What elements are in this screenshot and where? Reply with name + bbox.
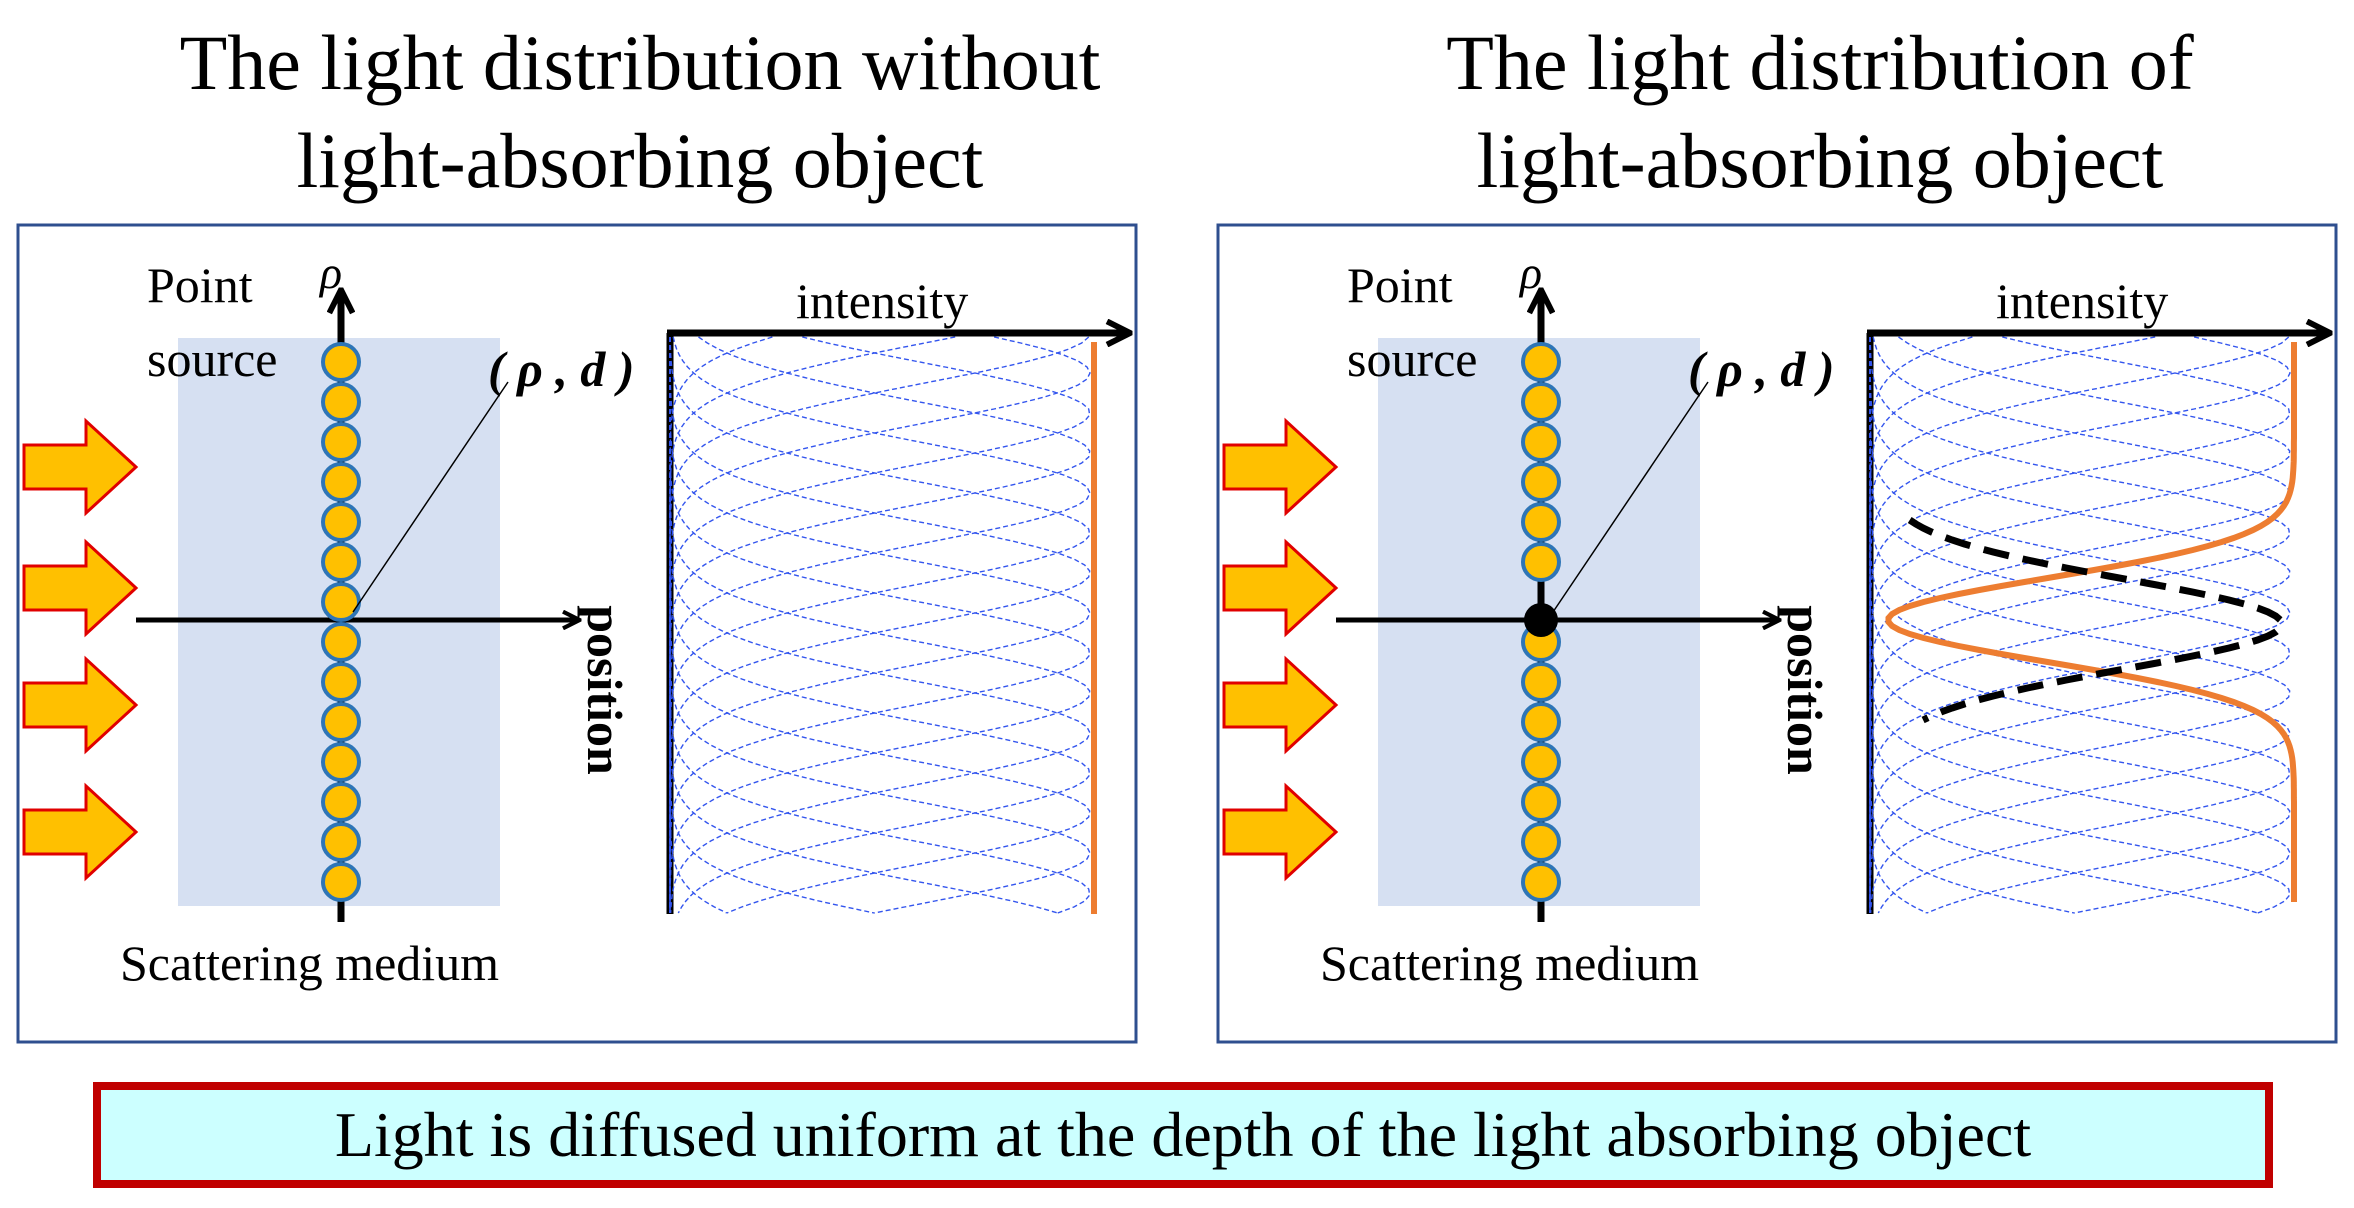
point-source <box>321 462 361 502</box>
point-source <box>1521 342 1561 382</box>
point-source <box>1521 782 1561 822</box>
caption-text: Light is diffused uniform at the depth o… <box>334 1099 2032 1170</box>
incident-light-arrow <box>22 538 139 638</box>
point-source <box>321 622 361 662</box>
panel-title-right-line1: The light distribution of <box>1446 19 2194 106</box>
rho-label: ρ <box>318 247 342 298</box>
intensity-label: intensity <box>796 273 968 329</box>
point-source <box>321 662 361 702</box>
rho-label: ρ <box>1518 247 1542 298</box>
point-source-label-line2: source <box>147 331 278 387</box>
coordinate-leader-line <box>1552 381 1709 613</box>
point-source <box>321 342 361 382</box>
point-spread-curve <box>669 337 728 914</box>
incident-light-arrow <box>1222 782 1339 882</box>
point-source <box>1521 542 1561 582</box>
point-source <box>321 782 361 822</box>
position-label: position <box>1777 605 1833 775</box>
point-source <box>1521 422 1561 462</box>
panel-title-left-line2: light-absorbing object <box>296 117 984 204</box>
panel-title-left-line1: The light distribution without <box>179 19 1101 106</box>
incident-light-arrow <box>1222 655 1339 755</box>
point-source-label-line1: Point <box>1347 257 1453 313</box>
position-label: position <box>577 605 633 775</box>
point-source <box>1521 742 1561 782</box>
point-source <box>321 542 361 582</box>
coordinate-label: ( ρ , d ) <box>488 341 635 397</box>
incident-light-arrow <box>22 417 139 517</box>
total-intensity-curve <box>1885 342 2297 902</box>
caption-box: Light is diffused uniform at the depth o… <box>93 1082 2273 1188</box>
point-source <box>321 382 361 422</box>
point-source-label-line2: source <box>1347 331 1478 387</box>
coordinate-label: ( ρ , d ) <box>1688 341 1835 397</box>
panel-title-left: The light distribution without light-abs… <box>90 14 1190 210</box>
point-source <box>1521 862 1561 902</box>
point-source <box>1521 662 1561 702</box>
point-source <box>1521 462 1561 502</box>
coordinate-leader-line <box>352 381 509 613</box>
panel-title-right-line2: light-absorbing object <box>1476 117 2164 204</box>
incident-light-arrow <box>1222 417 1339 517</box>
point-source <box>321 422 361 462</box>
scattering-medium-label: Scattering medium <box>120 935 499 991</box>
point-source <box>1521 502 1561 542</box>
absorbing-object <box>1524 603 1558 637</box>
point-source <box>321 742 361 782</box>
point-source-label-line1: Point <box>147 257 253 313</box>
point-source <box>321 582 361 622</box>
incident-light-arrow <box>22 655 139 755</box>
incident-light-arrow <box>22 782 139 882</box>
absorbed-source-curve <box>1907 517 2286 724</box>
point-source <box>1521 382 1561 422</box>
point-source <box>321 702 361 742</box>
intensity-label: intensity <box>1996 273 2168 329</box>
panel-title-right: The light distribution of light-absorbin… <box>1270 14 2354 210</box>
point-source <box>321 862 361 902</box>
point-spread-curve <box>1869 337 1928 914</box>
point-source <box>1521 702 1561 742</box>
point-source <box>321 502 361 542</box>
point-source <box>321 822 361 862</box>
incident-light-arrow <box>1222 538 1339 638</box>
point-source <box>1521 822 1561 862</box>
scattering-medium-label: Scattering medium <box>1320 935 1699 991</box>
